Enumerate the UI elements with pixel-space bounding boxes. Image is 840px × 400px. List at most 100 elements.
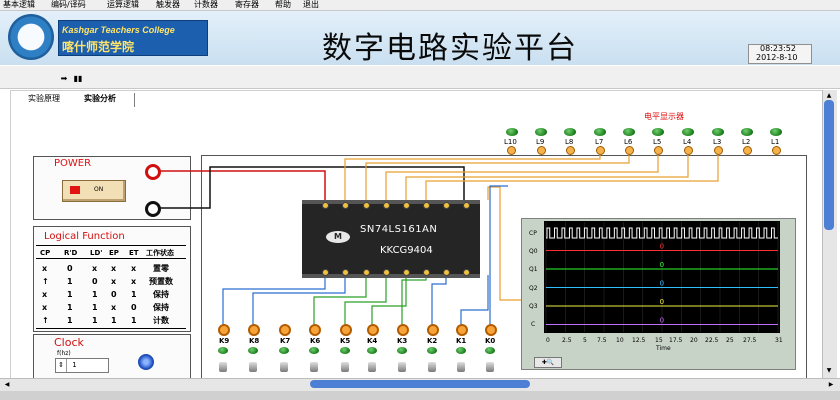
run-arrow-icon[interactable]: ➡ — [60, 74, 68, 83]
chip-pin[interactable] — [443, 269, 450, 276]
chip-pin[interactable] — [322, 202, 329, 209]
college-logo-icon — [8, 14, 54, 60]
logic-cell: 置零 — [153, 264, 169, 273]
graph-tools-icon[interactable]: ✚🔍 — [534, 357, 562, 368]
switch-terminal-k5[interactable] — [340, 324, 352, 336]
logic-cell: x — [42, 290, 48, 299]
chip-pin[interactable] — [443, 202, 450, 209]
chip-pin[interactable] — [463, 202, 470, 209]
led-terminal[interactable] — [743, 146, 752, 155]
toggle-switch-k2[interactable] — [428, 362, 436, 372]
frequency-input[interactable]: ⇕ 1 — [55, 358, 109, 373]
logic-cell: 1 — [131, 316, 137, 325]
switch-terminal-k2[interactable] — [427, 324, 439, 336]
logic-cell: 1 — [67, 290, 73, 299]
chip-pin[interactable] — [403, 202, 410, 209]
toggle-switch-k1[interactable] — [457, 362, 465, 372]
toggle-switch-k9[interactable] — [219, 362, 227, 372]
switch-terminal-k3[interactable] — [397, 324, 409, 336]
waveform-plot-area — [544, 221, 780, 333]
clock-panel — [33, 334, 191, 380]
switch-terminal-k1[interactable] — [456, 324, 468, 336]
chip-code: KKCG9404 — [380, 245, 433, 256]
toggle-switch-k4[interactable] — [368, 362, 376, 372]
toggle-switch-k6[interactable] — [310, 362, 318, 372]
toggle-switch-k5[interactable] — [341, 362, 349, 372]
led-terminal[interactable] — [507, 146, 516, 155]
switch-terminal-k8[interactable] — [248, 324, 260, 336]
chip-pin[interactable] — [363, 269, 370, 276]
frequency-stepper-icon[interactable]: ⇕ — [56, 359, 67, 372]
horizontal-scroll-thumb[interactable] — [310, 380, 530, 388]
switch-terminal-k4[interactable] — [367, 324, 379, 336]
waveform-x-tick: 31 — [775, 337, 783, 344]
logic-cell: x — [111, 264, 117, 273]
toggle-switch-k0[interactable] — [486, 362, 494, 372]
led-terminal[interactable] — [537, 146, 546, 155]
scroll-right-arrow-icon[interactable]: ▶ — [828, 381, 834, 388]
menu-item-basic-logic[interactable]: 基本逻辑 — [3, 0, 35, 9]
led-terminal[interactable] — [772, 146, 781, 155]
menu-item-help[interactable]: 帮助 — [275, 0, 291, 9]
switch-terminal-k6[interactable] — [309, 324, 321, 336]
negative-terminal[interactable] — [145, 201, 161, 217]
chip-pin[interactable] — [423, 202, 430, 209]
toggle-switch-k7[interactable] — [280, 362, 288, 372]
menu-item-flipflop[interactable]: 触发器 — [156, 0, 180, 9]
pause-icon[interactable]: ▮▮ — [73, 74, 83, 83]
led-l2 — [741, 128, 753, 136]
led-label: L5 — [653, 138, 662, 146]
toggle-switch-k8[interactable] — [249, 362, 257, 372]
switch-led — [397, 347, 407, 354]
scroll-left-arrow-icon[interactable]: ◀ — [4, 381, 10, 388]
switch-led — [309, 347, 319, 354]
led-l7 — [594, 128, 606, 136]
switch-terminal-k7[interactable] — [279, 324, 291, 336]
positive-terminal[interactable] — [145, 164, 161, 180]
waveform-x-tick: 20 — [690, 337, 698, 344]
led-terminal[interactable] — [625, 146, 634, 155]
vertical-scroll-thumb[interactable] — [824, 100, 834, 230]
led-terminal[interactable] — [566, 146, 575, 155]
chip-pin[interactable] — [383, 269, 390, 276]
scroll-down-arrow-icon[interactable]: ▼ — [826, 367, 832, 374]
logic-cell: 保持 — [153, 290, 169, 299]
tab-analysis[interactable]: 实验分析 — [84, 94, 116, 103]
logic-header-ld: LD' — [90, 249, 103, 257]
frequency-knob-icon[interactable] — [138, 354, 154, 370]
chip-pin[interactable] — [342, 202, 349, 209]
led-terminal[interactable] — [714, 146, 723, 155]
tab-principle[interactable]: 实验原理 — [28, 94, 60, 103]
chip-pin[interactable] — [383, 202, 390, 209]
logic-cell: 1 — [92, 316, 98, 325]
menu-item-exit[interactable]: 退出 — [303, 0, 319, 9]
menu-item-register[interactable]: 寄存器 — [235, 0, 259, 9]
chip-pin[interactable] — [342, 269, 349, 276]
menu-item-counter[interactable]: 计数器 — [194, 0, 218, 9]
scroll-up-arrow-icon[interactable]: ▲ — [826, 92, 832, 99]
led-terminal[interactable] — [684, 146, 693, 155]
led-terminal[interactable] — [596, 146, 605, 155]
logic-header-et: ET — [129, 249, 139, 257]
led-terminal[interactable] — [654, 146, 663, 155]
switch-label: K7 — [280, 337, 291, 345]
menu-item-arith-logic[interactable]: 运算逻辑 — [107, 0, 139, 9]
led-label: L3 — [713, 138, 722, 146]
switch-terminal-k9[interactable] — [218, 324, 230, 336]
page-title: 数字电路实验平台 — [322, 31, 578, 66]
chip-pin[interactable] — [463, 269, 470, 276]
switch-terminal-k0[interactable] — [485, 324, 497, 336]
waveform-channel-label: Q2 — [529, 285, 538, 292]
logic-cell: 0 — [131, 303, 137, 312]
chip-pin[interactable] — [363, 202, 370, 209]
chip-pin[interactable] — [322, 269, 329, 276]
power-on-button[interactable] — [62, 180, 126, 202]
toggle-switch-k3[interactable] — [398, 362, 406, 372]
college-name-en: Kashgar Teachers College — [62, 25, 175, 35]
switch-label: K9 — [219, 337, 230, 345]
menu-item-encode-decode[interactable]: 编码/译码 — [51, 0, 86, 9]
chip-pin[interactable] — [423, 269, 430, 276]
chip-pin[interactable] — [403, 269, 410, 276]
logic-cell: ↑ — [42, 277, 49, 286]
switch-label: K1 — [456, 337, 467, 345]
